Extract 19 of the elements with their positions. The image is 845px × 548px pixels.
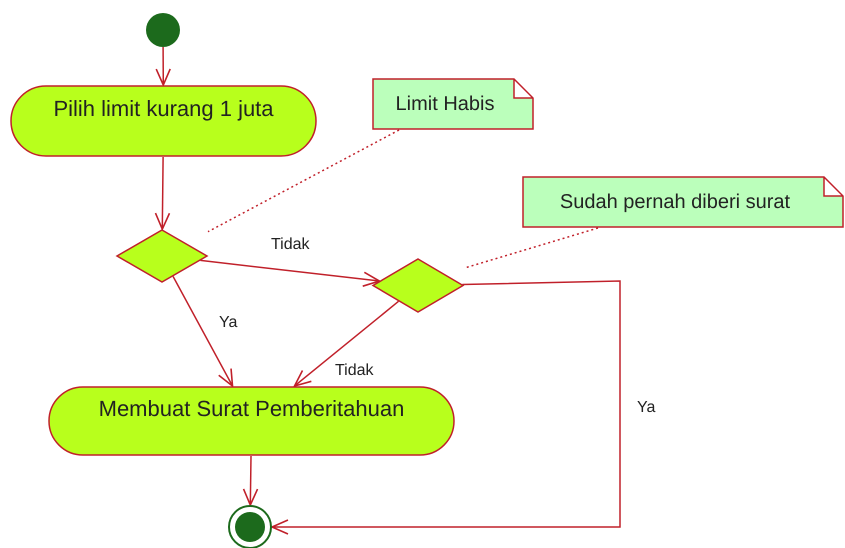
arrow <box>155 47 172 86</box>
note-box <box>372 78 534 130</box>
action-label: Membuat Surat Pemberitahuan <box>98 396 404 422</box>
arrow <box>242 456 258 506</box>
arrow <box>271 280 621 535</box>
note-text: Limit Habis <box>396 92 494 116</box>
leader-line <box>464 227 598 269</box>
note-box <box>522 176 844 228</box>
decision-diamond <box>372 258 464 313</box>
decision-diamond <box>116 229 208 283</box>
arrow <box>294 300 399 387</box>
note-text: Sudah pernah diberi surat <box>560 190 790 214</box>
arrow <box>154 157 170 230</box>
arrow <box>200 260 380 287</box>
leader-line <box>208 129 400 232</box>
initial-node <box>146 13 180 47</box>
arrow <box>172 276 234 387</box>
final-node <box>228 505 272 548</box>
action-label: Pilih limit kurang 1 juta <box>53 96 274 122</box>
